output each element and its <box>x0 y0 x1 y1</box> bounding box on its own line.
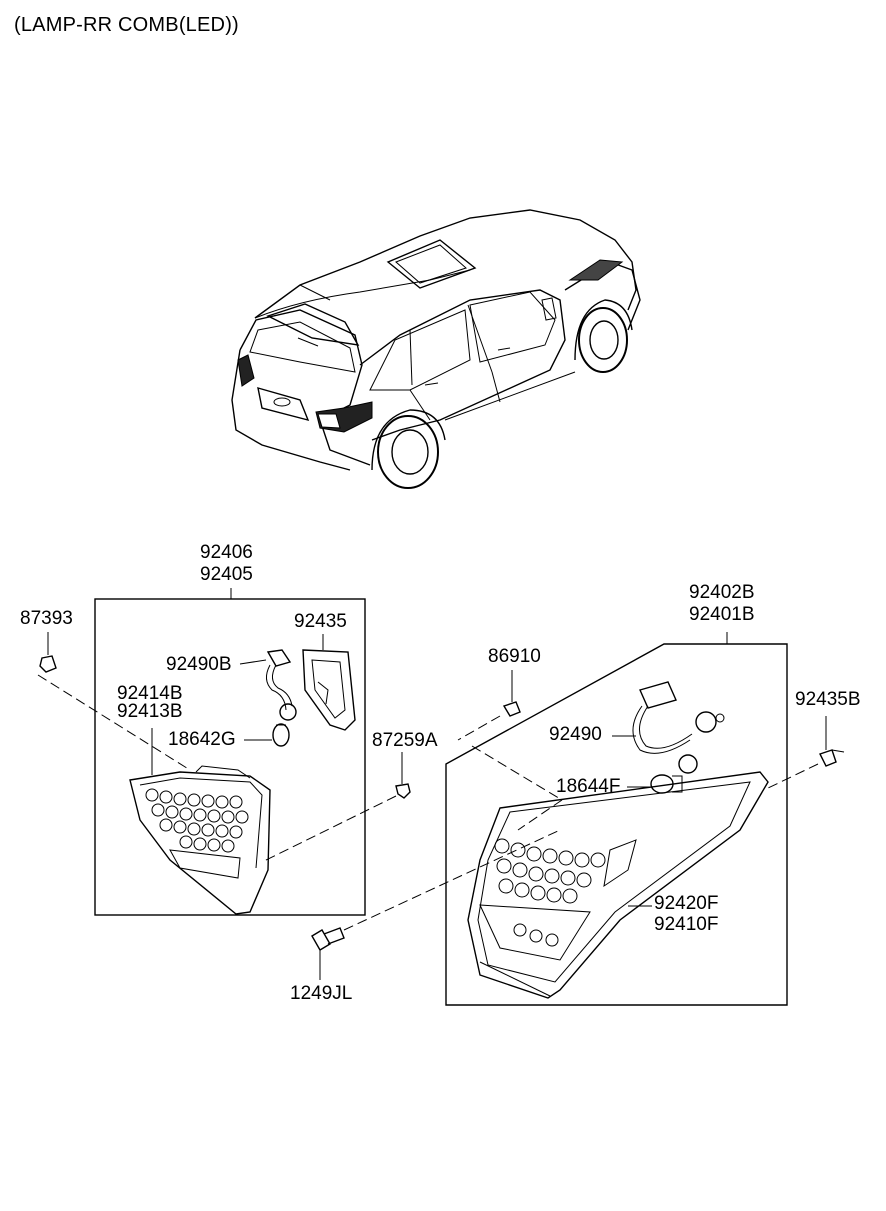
part-label-92435b: 92435B <box>795 689 861 710</box>
part-label-92414b: 92414B <box>117 683 183 704</box>
part-label-18642g: 18642G <box>168 729 236 750</box>
part-label-92402b: 92402B <box>689 582 755 603</box>
part-label-86910: 86910 <box>488 646 541 667</box>
part-label-92435: 92435 <box>294 611 347 632</box>
part-label-92405: 92405 <box>200 564 253 585</box>
vehicle-illustration <box>231 209 641 489</box>
part-label-18644f: 18644F <box>556 776 621 797</box>
part-label-92401b: 92401B <box>689 604 755 625</box>
screw-1249jl <box>311 829 561 980</box>
led-grid-right <box>494 838 606 947</box>
part-label-92406: 92406 <box>200 542 253 563</box>
left-lamp-group <box>37 588 411 916</box>
part-label-92410f: 92410F <box>654 914 719 935</box>
part-label-92420f: 92420F <box>654 893 719 914</box>
right-lamp-group <box>445 632 845 1006</box>
part-label-87259a: 87259A <box>372 730 438 751</box>
part-label-92490: 92490 <box>549 724 602 745</box>
diagram-title: (LAMP-RR COMB(LED)) <box>14 14 239 36</box>
part-label-1249jl: 1249JL <box>290 983 353 1004</box>
part-label-92413b: 92413B <box>117 701 183 722</box>
led-grid-left <box>145 788 249 853</box>
part-label-87393: 87393 <box>20 608 73 629</box>
part-label-92490b: 92490B <box>166 654 232 675</box>
